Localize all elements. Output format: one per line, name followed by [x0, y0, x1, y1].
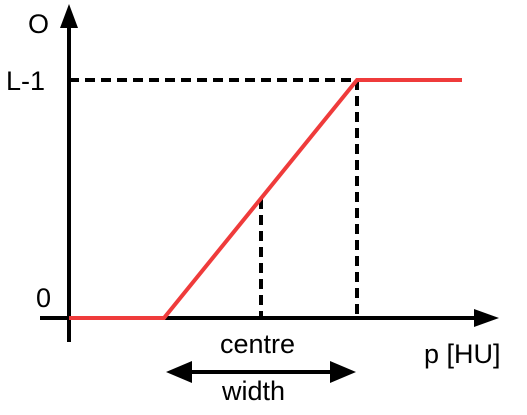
y-bottom-label: 0	[36, 283, 51, 313]
y-axis-label: O	[28, 9, 49, 39]
x-axis-label: p [HU]	[424, 339, 501, 369]
y-axis-arrowhead	[60, 4, 78, 28]
width-label: width	[221, 376, 285, 406]
centre-label: centre	[220, 329, 295, 359]
width-arrowhead-right	[330, 361, 356, 383]
width-arrowhead-left	[166, 361, 192, 383]
x-axis-arrowhead	[474, 309, 499, 327]
window-transfer-curve	[69, 78, 462, 320]
y-top-label: L-1	[6, 66, 45, 96]
